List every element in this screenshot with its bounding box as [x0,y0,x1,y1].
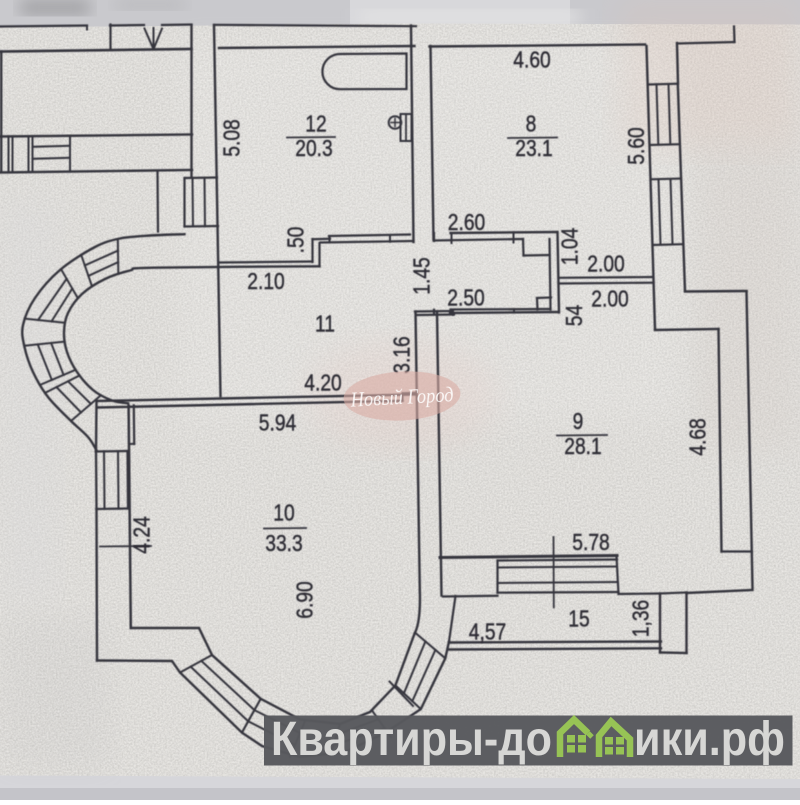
svg-text:4.24: 4.24 [129,516,155,554]
svg-text:3.16: 3.16 [389,336,415,373]
svg-text:Квартиры-до: Квартиры-до [271,713,552,766]
svg-text:5.60: 5.60 [623,127,649,165]
svg-text:5.94: 5.94 [259,410,297,436]
svg-text:8: 8 [526,111,537,137]
svg-text:1.04: 1.04 [557,228,583,266]
svg-text:2.00: 2.00 [591,286,629,312]
svg-text:2.10: 2.10 [247,268,285,294]
svg-text:5.08: 5.08 [219,119,245,156]
svg-text:15: 15 [568,606,589,632]
svg-text:5.78: 5.78 [572,529,609,555]
svg-text:4.68: 4.68 [685,418,711,455]
svg-text:2.50: 2.50 [447,285,485,311]
svg-text:4.20: 4.20 [304,370,342,396]
svg-text:33.3: 33.3 [265,530,302,556]
svg-text:9: 9 [573,408,584,434]
svg-text:10: 10 [273,500,295,526]
svg-text:20.3: 20.3 [295,135,332,161]
svg-text:2.60: 2.60 [448,209,486,235]
svg-text:4,57: 4,57 [469,619,506,645]
svg-text:23.1: 23.1 [515,135,552,161]
svg-text:2.00: 2.00 [587,251,625,277]
svg-text:54: 54 [561,305,587,327]
svg-text:12: 12 [305,111,326,137]
svg-text:4.60: 4.60 [513,47,551,73]
svg-text:1.45: 1.45 [409,257,435,294]
svg-text:6.90: 6.90 [292,581,318,619]
svg-text:1,36: 1,36 [628,600,654,637]
svg-text:11: 11 [315,311,335,337]
svg-text:ики.рф: ики.рф [634,713,785,766]
svg-text:28.1: 28.1 [564,433,601,459]
svg-text:.50: .50 [283,226,309,253]
